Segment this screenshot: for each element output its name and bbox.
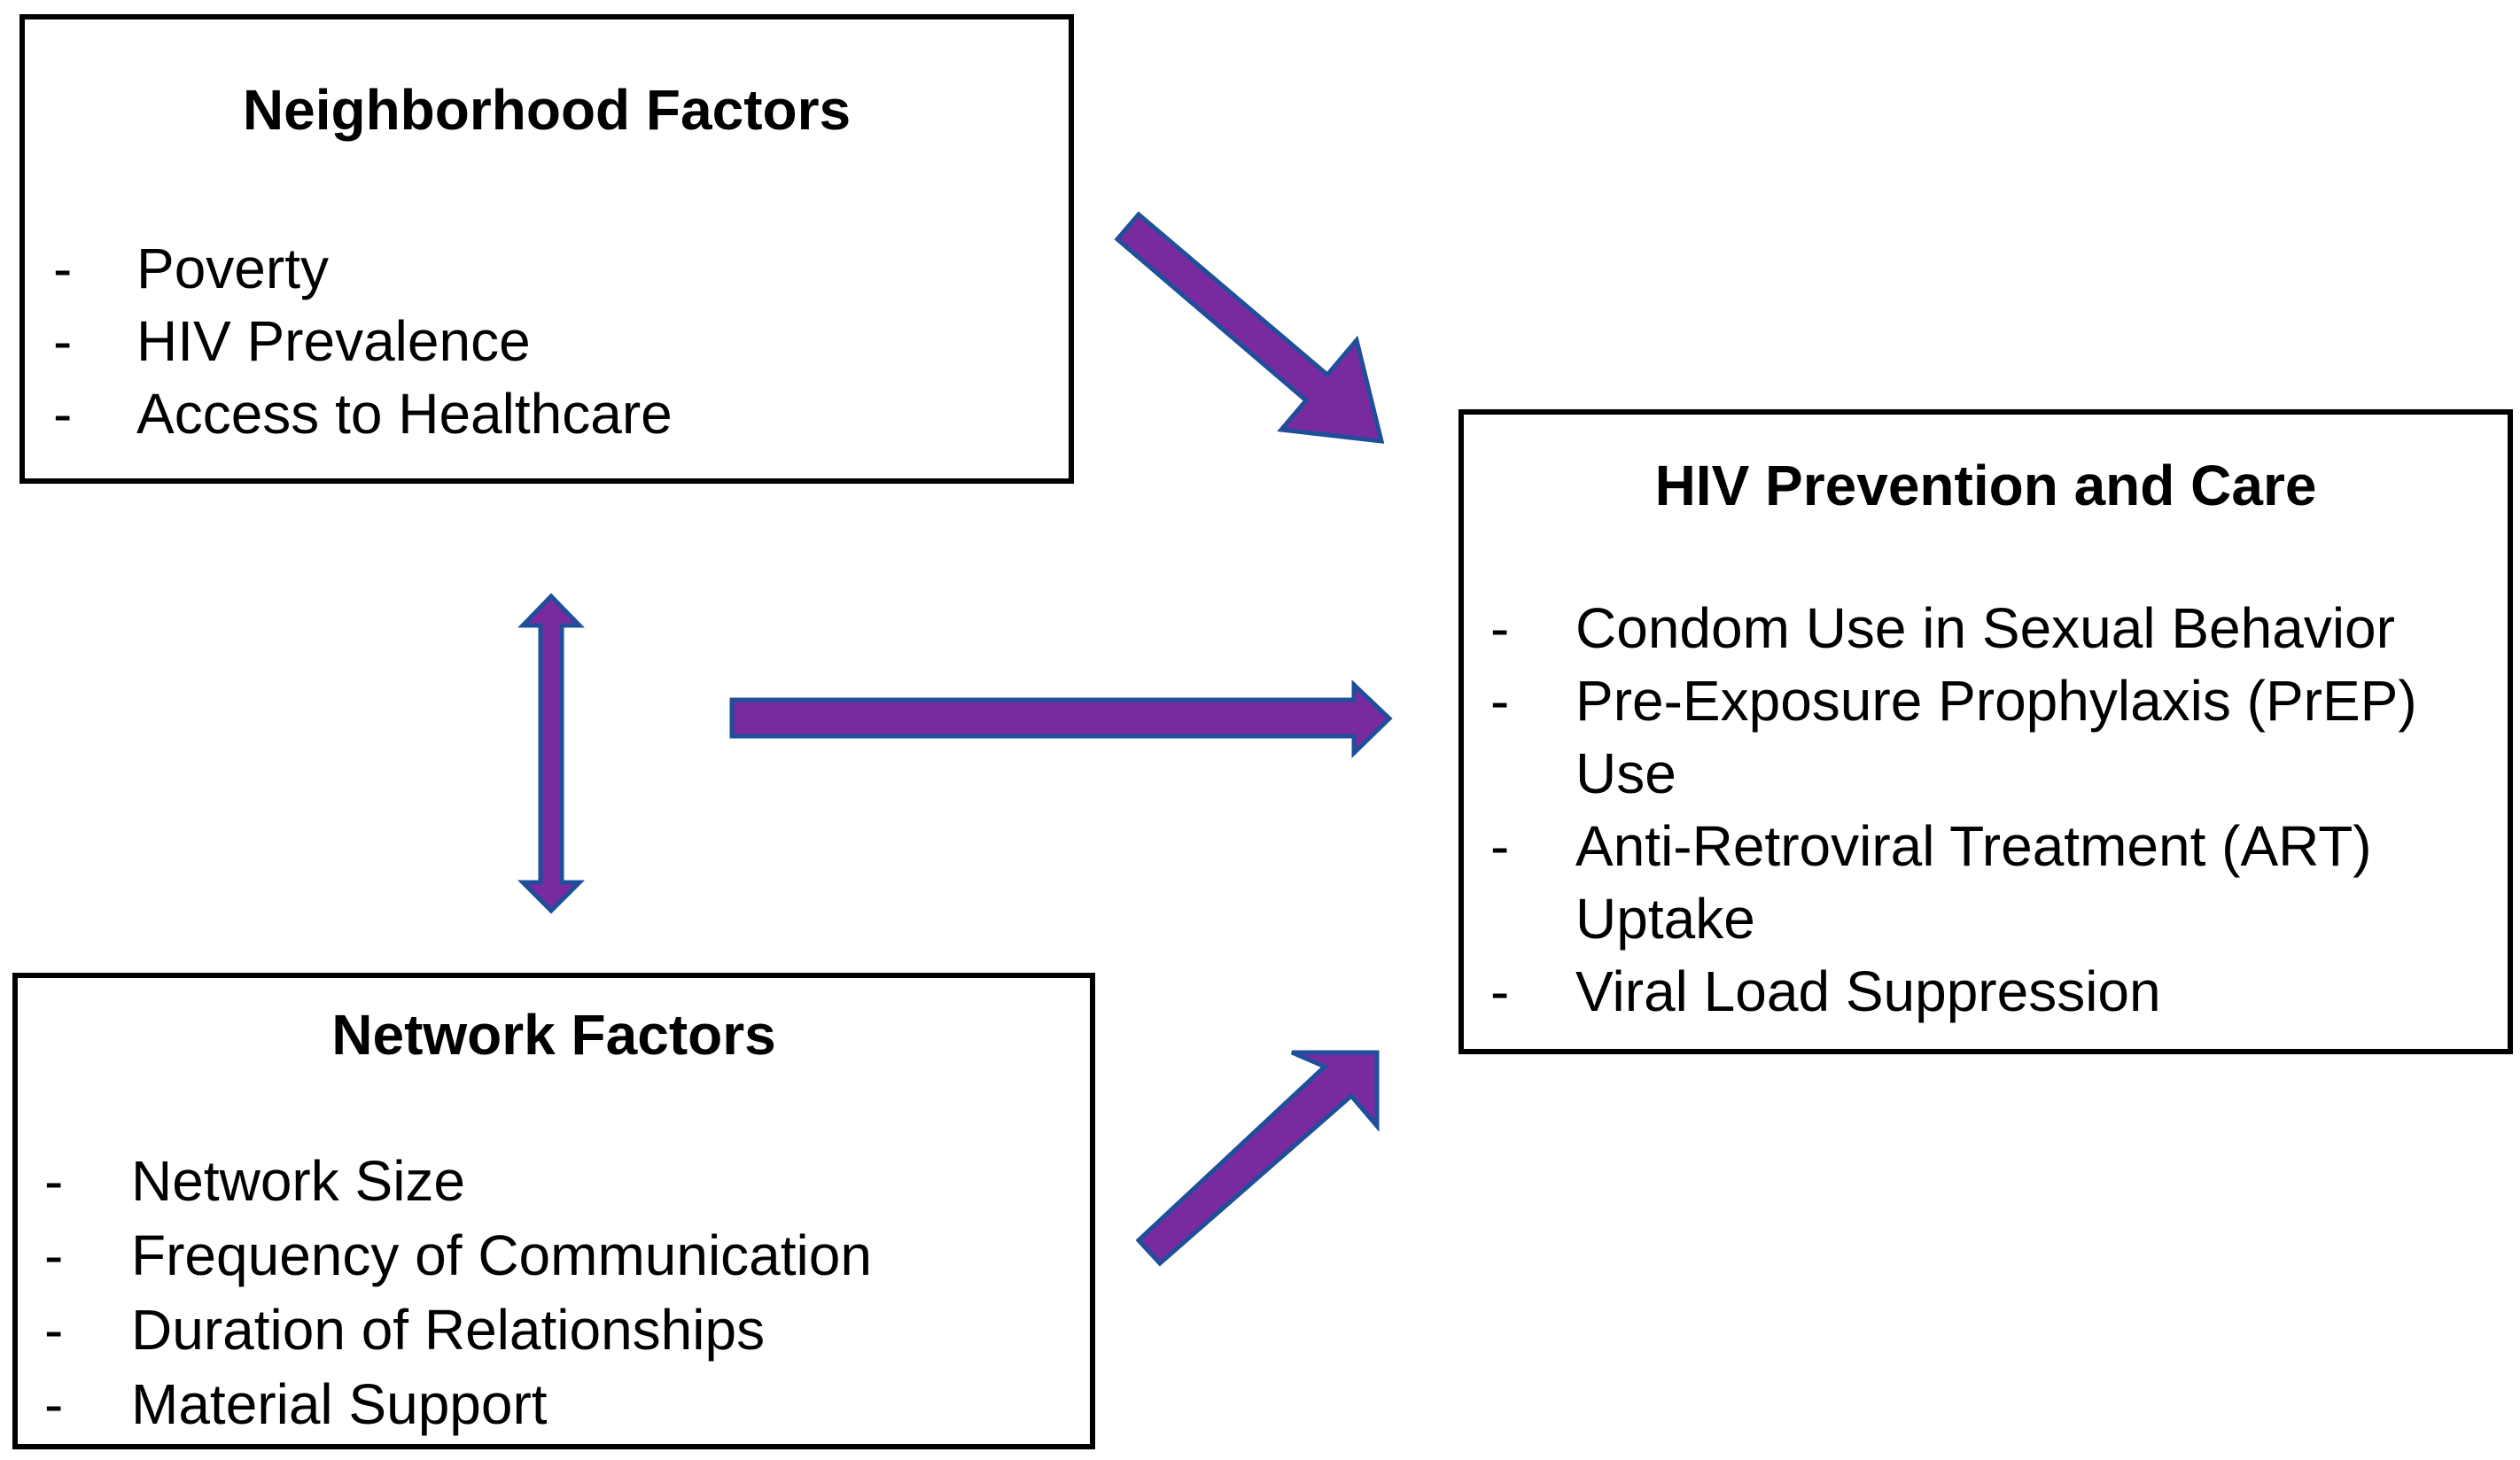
arrow-network-to-hiv-horizontal [729,680,1393,758]
list-item: - Frequency of Communication [18,1218,1081,1293]
bullet-dash: - [1490,959,1510,1023]
bullet-dash: - [1490,669,1510,733]
list-item: - Poverty [25,232,1062,305]
neighborhood-factors-title: Neighborhood Factors [242,78,852,142]
hiv-prevention-care-list: - Condom Use in Sexual Behavior - Pre-Ex… [1464,592,2506,1028]
list-item: - Duration of Relationships [18,1293,1081,1367]
bullet-dash: - [44,1372,64,1436]
network-factors-list: - Network Size - Frequency of Communicat… [18,1144,1081,1441]
list-item: - Network Size [18,1144,1081,1218]
arrow-network-to-hiv [1135,1050,1380,1267]
arrow-neighborhood-to-hiv [1114,211,1385,444]
item-text: Network Size [131,1149,465,1213]
bullet-dash: - [44,1149,64,1213]
bullet-dash: - [44,1298,64,1362]
network-factors-box: Network Factors - Network Size - Frequen… [12,973,1095,1449]
bullet-dash: - [53,309,73,373]
bullet-dash: - [1490,596,1510,660]
item-text: Viral Load Suppression [1575,959,2161,1023]
item-text: Access to Healthcare [136,382,673,446]
bullet-dash: - [53,237,73,300]
item-text: Pre-Exposure Prophylaxis (PrEP) Use [1575,669,2417,805]
item-text: Condom Use in Sexual Behavior [1575,596,2395,660]
item-text: Material Support [131,1372,548,1436]
list-item: - Condom Use in Sexual Behavior [1464,592,2506,664]
list-item: - HIV Prevalence [25,305,1062,377]
item-text: Anti-Retroviral Treatment (ART) Uptake [1575,814,2372,951]
item-text: HIV Prevalence [136,309,531,373]
item-text: Duration of Relationships [131,1298,766,1362]
list-item: - Access to Healthcare [25,377,1062,450]
hiv-prevention-care-box: HIV Prevention and Care - Condom Use in … [1458,409,2513,1054]
list-item: - Material Support [18,1367,1081,1441]
item-text: Poverty [136,237,329,300]
item-text: Frequency of Communication [131,1223,872,1287]
list-item: - Anti-Retroviral Treatment (ART) Uptake [1464,810,2506,955]
arrow-neighborhood-network-bidirectional [517,593,586,914]
bullet-dash: - [53,382,73,446]
bullet-dash: - [1490,814,1510,878]
network-factors-title: Network Factors [331,1003,776,1067]
neighborhood-factors-box: Neighborhood Factors - Poverty - HIV Pre… [19,14,1074,484]
neighborhood-factors-list: - Poverty - HIV Prevalence - Access to H… [25,232,1062,450]
list-item: - Pre-Exposure Prophylaxis (PrEP) Use [1464,664,2506,810]
bullet-dash: - [44,1223,64,1287]
hiv-prevention-care-title: HIV Prevention and Care [1654,454,2317,517]
list-item: - Viral Load Suppression [1464,955,2506,1028]
